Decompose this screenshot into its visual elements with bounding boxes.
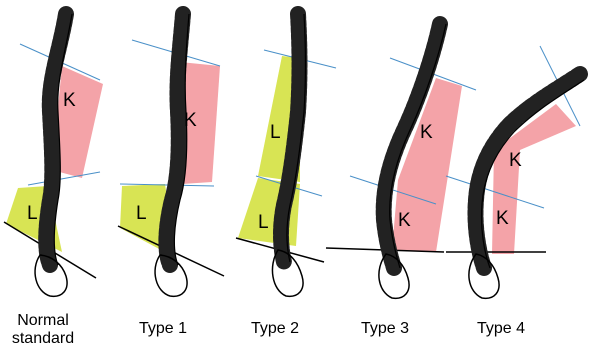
kyphosis-label-type3-upper: K [420,122,433,143]
caption-type1: Type 1 [128,320,198,338]
panel-type1: K L [118,14,224,296]
kyphosis-label-normal: K [63,90,76,111]
caption-type3: Type 3 [350,320,420,338]
panel-type2: L L [236,14,336,296]
caption-normal-line1: Normal [8,312,78,330]
panel-normal: K L [4,14,103,296]
panel-type4: K K [446,46,584,298]
lordosis-label-type2-upper: L [270,122,281,143]
kyphosis-label-type4-lower: K [496,208,509,229]
spine-outline [475,74,580,268]
lordosis-label-normal: L [27,203,38,224]
lordosis-label-type2-lower: L [258,212,269,233]
caption-normal-line2: standard [8,330,78,348]
reference-line [28,172,100,185]
kyphosis-label-type4-upper: K [509,150,522,171]
caption-type4: Type 4 [466,320,536,338]
lordosis-label-type1: L [136,203,147,224]
panel-type3: K K [326,24,476,298]
kyphosis-label-type3-lower: K [398,210,411,231]
kyphosis-label-type1: K [184,110,197,131]
caption-type2: Type 2 [240,320,310,338]
